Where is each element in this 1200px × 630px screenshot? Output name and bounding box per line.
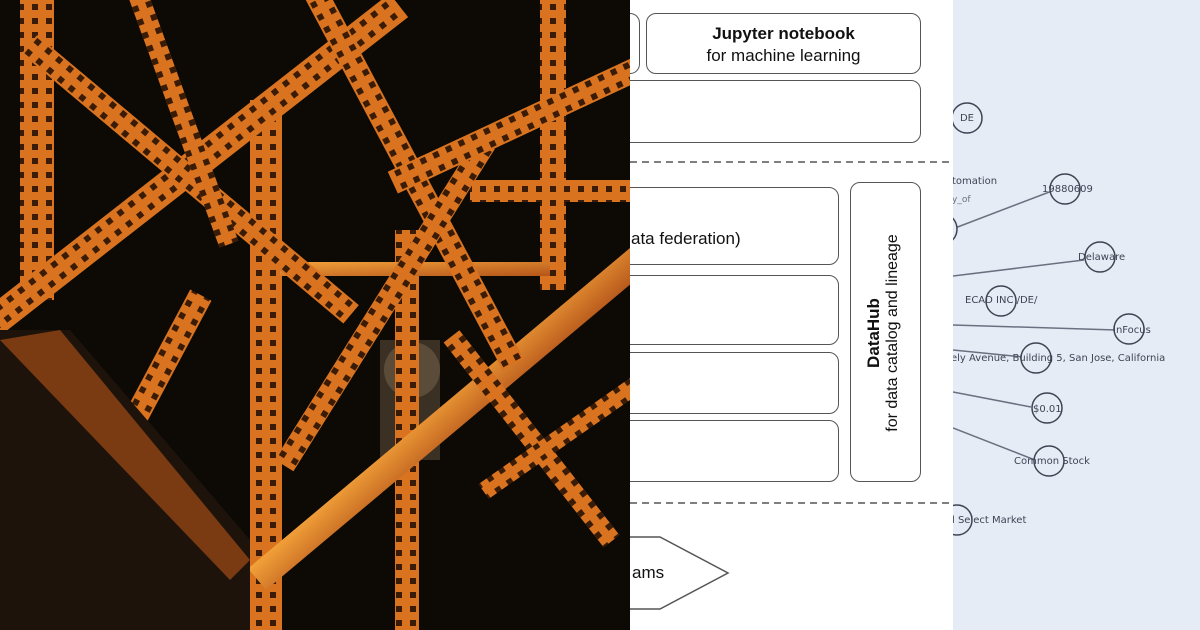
relation-label-automation: tomation (953, 176, 997, 187)
clipped-box-top-left (630, 13, 640, 74)
empty-box-4 (630, 420, 839, 482)
edge-price (953, 391, 1032, 408)
node-label-de: DE (960, 113, 974, 124)
node-delaware[interactable] (1084, 241, 1116, 273)
node-stock[interactable] (1033, 445, 1065, 477)
edge-delaware (953, 259, 1085, 277)
datahub-label-group: DataHub for data catalog and lineage (864, 223, 908, 443)
node-de[interactable] (953, 102, 983, 134)
empty-box-3 (630, 352, 839, 414)
datahub-title: DataHub (864, 298, 883, 368)
graph-labels: DE 19880609 Delaware ECAD INC /DE/ InFoc… (953, 113, 1165, 526)
empty-box-2 (630, 275, 839, 345)
bridge-photo (0, 0, 630, 630)
truss-column-right (540, 0, 566, 290)
datahub-subtitle: for data catalog and lineage (884, 234, 901, 432)
truss-column-center (250, 100, 282, 630)
data-federation-box: ata federation) (630, 187, 839, 265)
foreground-girder-edge (0, 330, 250, 580)
diagram-lines (630, 161, 950, 610)
node-automation[interactable] (953, 213, 958, 245)
node-label-price: $0.01 (1033, 404, 1062, 415)
edge-address (953, 349, 1024, 358)
node-date[interactable] (1049, 173, 1081, 205)
knowledge-graph: DE 19880609 Delaware ECAD INC /DE/ InFoc… (953, 0, 1200, 630)
node-label-date: 19880609 (1042, 184, 1093, 195)
streams-arrow-shape (630, 536, 730, 610)
node-label-delaware: Delaware (1078, 252, 1125, 263)
node-label-market: l Select Market (953, 515, 1026, 526)
graph-nodes (953, 102, 1145, 536)
node-label-ecad: ECAD INC /DE/ (965, 295, 1038, 306)
jupyter-notebook-subtitle: for machine learning (706, 46, 861, 65)
node-address[interactable] (1020, 342, 1052, 374)
architecture-diagram: Jupyter notebook for machine learning at… (630, 0, 953, 630)
edge-stock (953, 427, 1036, 461)
edge-date (954, 190, 1053, 229)
node-ecad[interactable] (985, 285, 1017, 317)
node-label-address: ely Avenue, Building 5, San Jose, Califo… (953, 353, 1165, 364)
node-market[interactable] (953, 504, 973, 536)
node-price[interactable] (1031, 392, 1063, 424)
graph-edges (953, 190, 1117, 461)
jupyter-notebook-box: Jupyter notebook for machine learning (646, 13, 921, 74)
edge-infocus (953, 324, 1117, 331)
node-label-stock: Common Stock (1014, 456, 1090, 467)
relation-label-of: y_of (953, 195, 971, 205)
empty-box-top (630, 80, 921, 143)
bridge-truss-illustration (0, 0, 630, 630)
jupyter-notebook-title: Jupyter notebook (712, 24, 855, 43)
datahub-box: DataHub for data catalog and lineage (850, 182, 921, 482)
node-label-infocus: InFocus (1113, 325, 1151, 336)
data-federation-label: ata federation) (631, 229, 741, 248)
streams-label: ams (632, 563, 665, 582)
truss-beam-upper (470, 180, 630, 202)
node-infocus[interactable] (1113, 313, 1145, 345)
graph-canvas: DE 19880609 Delaware ECAD INC /DE/ InFoc… (953, 102, 1165, 536)
